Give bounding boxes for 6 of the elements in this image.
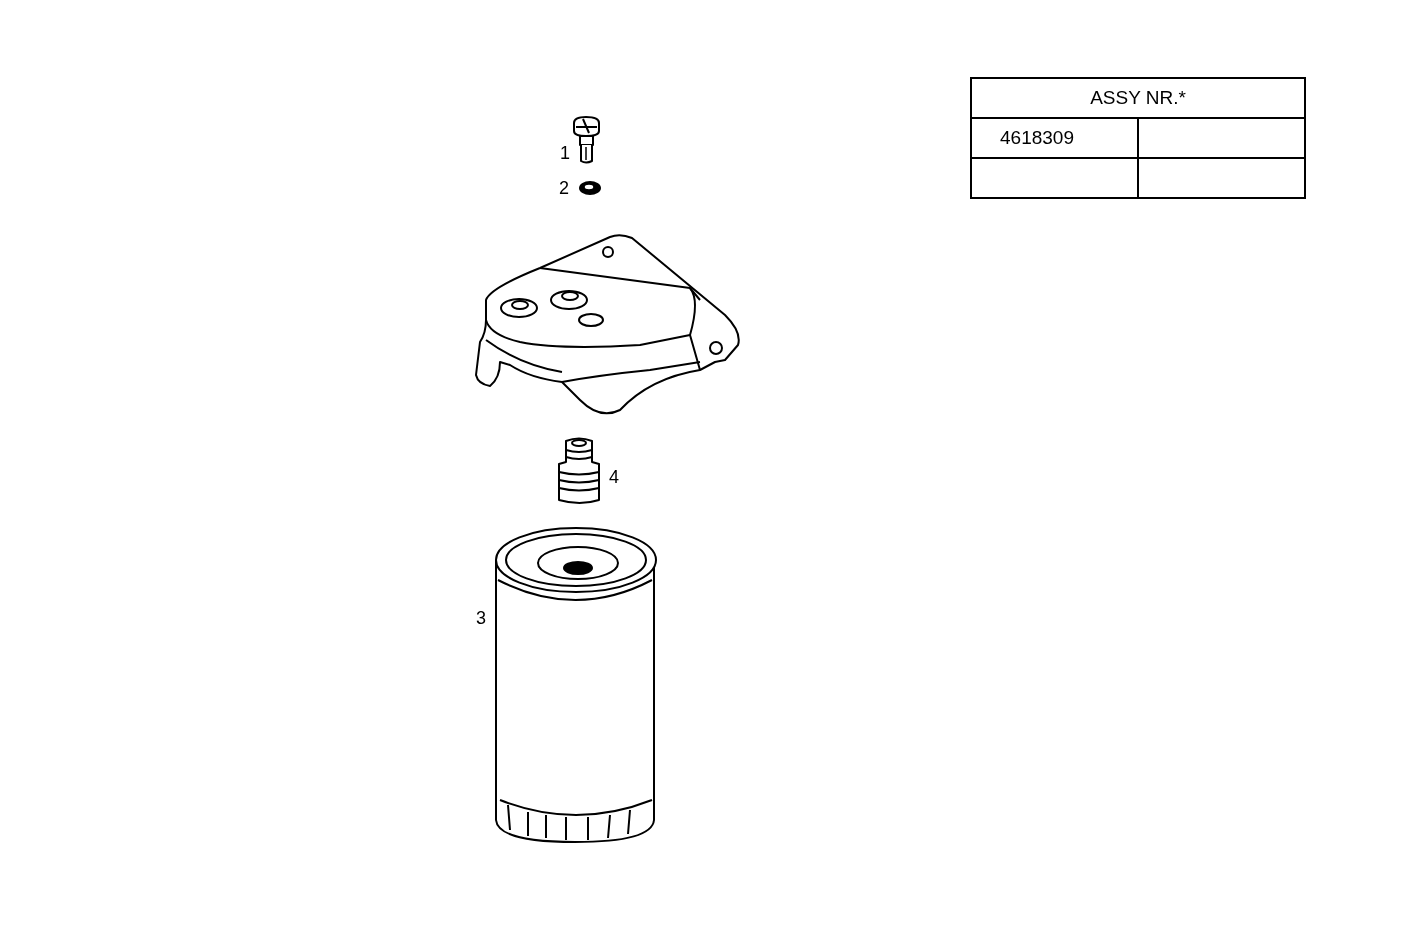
- callout-number: 3: [476, 608, 486, 628]
- callout-number: 4: [609, 467, 619, 487]
- table-header: ASSY NR.*: [1090, 87, 1186, 108]
- callout-number: 1: [560, 143, 570, 163]
- callout-number: 2: [559, 178, 569, 198]
- part-number: 4618309: [1000, 127, 1074, 148]
